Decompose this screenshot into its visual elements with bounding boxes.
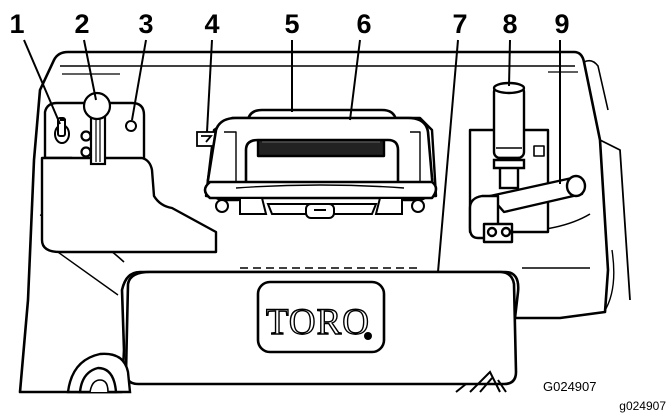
left-control-plate xyxy=(40,101,218,254)
engine-detail xyxy=(455,370,507,393)
handle-mounting-bolts xyxy=(215,197,425,219)
callout-6: 6 xyxy=(356,9,371,39)
callout-4: 4 xyxy=(204,9,219,39)
indicator-light xyxy=(125,120,137,132)
throttle-lever xyxy=(80,91,112,166)
leader-lines xyxy=(23,39,561,273)
control-knob-1 xyxy=(54,117,70,144)
vertical-control-knob xyxy=(492,81,526,190)
brand-registered-mark xyxy=(364,332,372,340)
handle-bar xyxy=(203,108,438,202)
brand-logo: TORO xyxy=(266,302,370,343)
lower-wheel xyxy=(66,352,132,394)
drawing-code-corner: g024907 xyxy=(619,399,666,413)
callout-5: 5 xyxy=(284,9,299,39)
horizontal-control-lever xyxy=(468,174,587,244)
drawing-code-main: G024907 xyxy=(543,379,597,394)
callout-3: 3 xyxy=(138,9,153,39)
callout-labels: 1 2 3 4 5 6 7 8 9 xyxy=(9,9,569,39)
callout-7: 7 xyxy=(452,9,467,39)
brand-plate xyxy=(124,270,518,386)
callout-2: 2 xyxy=(74,9,89,39)
callout-1: 1 xyxy=(9,9,24,39)
callout-8: 8 xyxy=(502,9,517,39)
callout-9: 9 xyxy=(554,9,569,39)
